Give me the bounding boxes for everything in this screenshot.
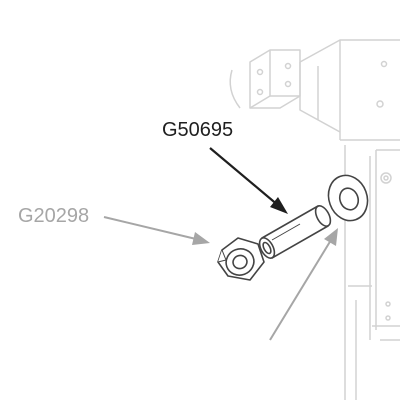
flat-washer — [327, 174, 369, 222]
primary-leader-arrow — [209, 147, 288, 214]
hex-nut — [217, 237, 265, 281]
callout-primary-part-number: G50695 — [162, 119, 234, 141]
washer-leader-arrow — [269, 228, 338, 341]
standoff-spacer — [258, 205, 332, 259]
secondary-leader-arrow — [103, 216, 210, 245]
callout-secondary-part-number: G20298 — [18, 205, 90, 227]
